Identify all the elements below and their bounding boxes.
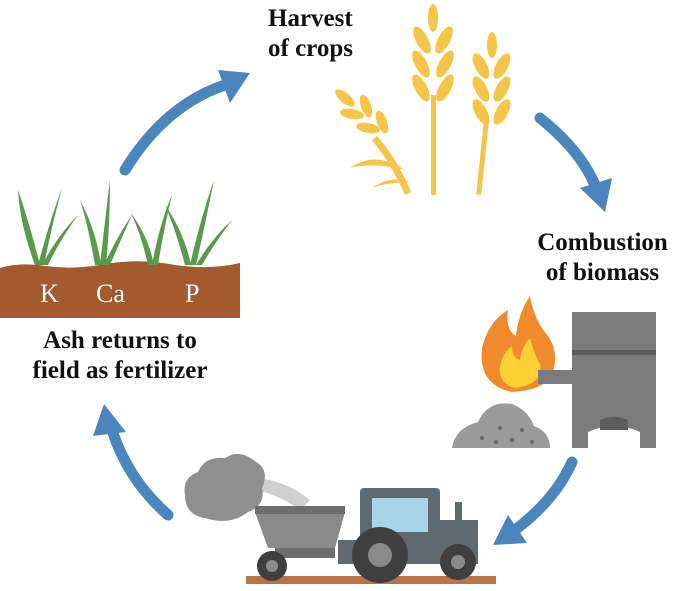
ash-pile-icon: [452, 403, 550, 448]
cycle-arrow-head-icon: [493, 515, 527, 545]
label-ash-returns: Ash returns to field as fertilizer: [2, 326, 238, 385]
label-harvest-line2: of crops: [268, 34, 353, 62]
smoke-icon: [184, 453, 310, 521]
label-harvest-line1: Harvest: [268, 5, 353, 32]
label-combustion-of-biomass: Combustion of biomass: [520, 228, 685, 287]
cycle-arrow-head-icon: [580, 178, 612, 212]
soil-bed: K Ca P: [0, 261, 240, 318]
soil-element-k: K: [40, 279, 59, 308]
cycle-arrow-icon: [119, 79, 231, 176]
label-combustion-line1: Combustion: [537, 229, 668, 256]
label-ash-line2: field as fertilizer: [32, 356, 208, 384]
soil-element-ca: Ca: [96, 279, 125, 308]
seedling-icon: [18, 180, 232, 265]
wheat-icon: [335, 4, 511, 195]
tractor-icon: [246, 488, 496, 584]
furnace-icon: [538, 312, 656, 448]
cycle-arrow-icon: [106, 424, 174, 521]
fire-icon: [481, 296, 556, 392]
cycle-arrow-icon: [534, 112, 601, 191]
label-harvest-of-crops: Harvest of crops: [268, 4, 353, 63]
soil-element-p: P: [185, 279, 199, 308]
label-combustion-line2: of biomass: [545, 258, 660, 286]
cycle-arrows: [93, 70, 612, 545]
label-ash-line1: Ash returns to: [43, 327, 197, 354]
cycle-arrow-icon: [509, 456, 578, 536]
cycle-arrow-head-icon: [93, 404, 126, 436]
cycle-arrow-head-icon: [218, 70, 250, 103]
